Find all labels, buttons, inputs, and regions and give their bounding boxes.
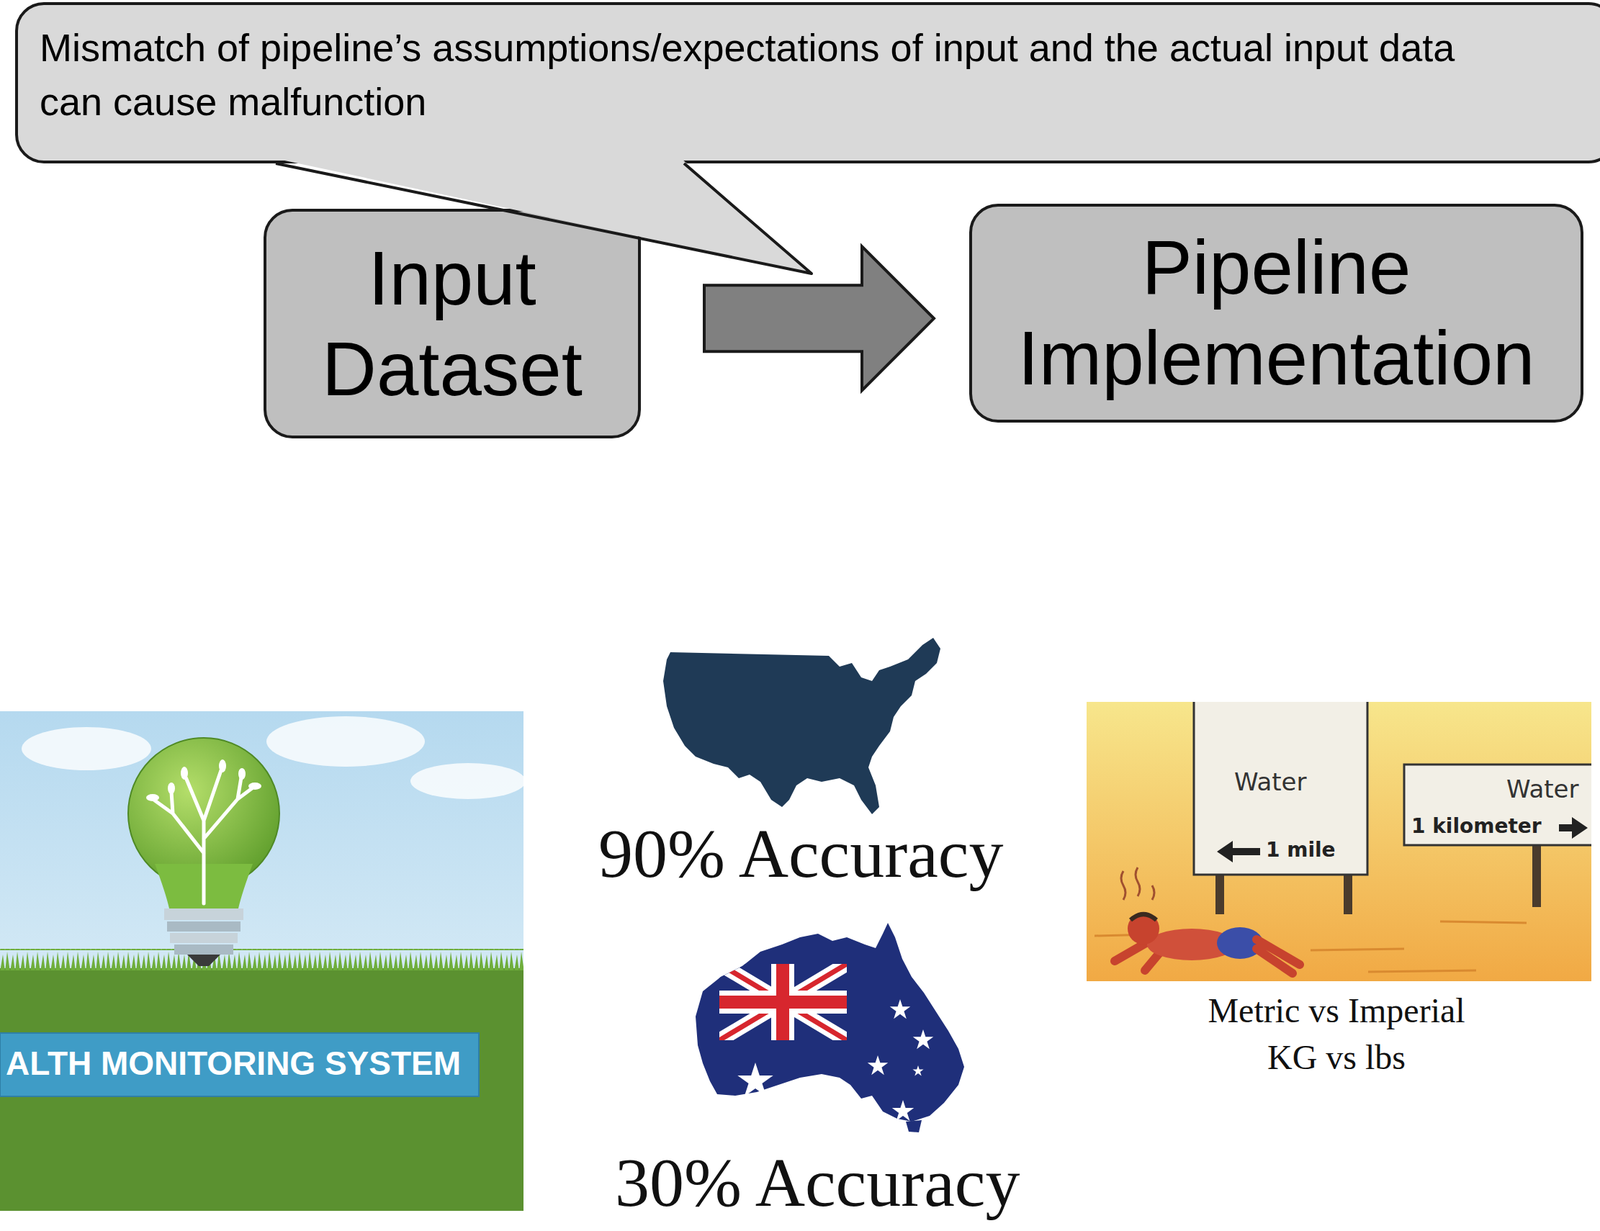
flag-cross-red (719, 995, 847, 1009)
cloud (266, 716, 425, 767)
star (892, 1100, 914, 1122)
flag-saltire (719, 964, 847, 1041)
union-jack-flag (719, 964, 847, 1041)
image-caption: Metric vs Imperial KG vs lbs (1185, 987, 1488, 1082)
title-banner (0, 1033, 479, 1097)
tree-leaves (146, 759, 262, 802)
sign-distance: 1 kilometer (1411, 815, 1542, 839)
desert-cartoon (1086, 702, 1592, 982)
leaf (238, 768, 246, 780)
australia-map (695, 923, 965, 1133)
bulb-base (174, 944, 234, 955)
man-hair (1130, 914, 1157, 921)
tasmania (905, 1120, 922, 1133)
accuracy-value: 90% Accuracy (598, 815, 1004, 893)
accuracy-value: 30% Accuracy (614, 1144, 1020, 1222)
sand-lines (1094, 921, 1527, 973)
bulb-base (169, 933, 238, 944)
sign-text: Water (1506, 776, 1580, 803)
box-text: Mismatch of pipeline’s assumptions/expec… (39, 20, 1523, 129)
star (913, 1029, 934, 1050)
leaf (146, 794, 160, 802)
usa-map (663, 637, 941, 815)
tree-branches (154, 770, 253, 904)
union-jack (719, 964, 847, 1041)
box-text: Pipeline Implementation (992, 222, 1561, 404)
cloud (410, 763, 524, 800)
sign-text: Water (1234, 769, 1307, 796)
leaf (218, 759, 227, 773)
sign-distance: 1 mile (1265, 839, 1336, 862)
man-legs (1256, 939, 1300, 974)
sign-post (1532, 842, 1541, 908)
banner-text: ALTH MONITORING SYSTEM (5, 1045, 461, 1083)
left-arrow (1216, 841, 1261, 863)
process-box: Pipeline Implementation (969, 203, 1584, 423)
flag-field (719, 964, 847, 1041)
callout-bubble: Mismatch of pipeline’s assumptions/expec… (15, 2, 1600, 164)
bulb-base (164, 908, 244, 921)
bulb-base (167, 921, 241, 932)
flag-saltire-red (719, 964, 847, 1041)
stars (737, 999, 934, 1122)
ground (0, 968, 524, 1212)
box-text: Input Dataset (286, 233, 618, 415)
leaf (180, 766, 188, 780)
star (867, 1055, 889, 1076)
right-arrow (1558, 817, 1588, 839)
bulb-tip (187, 954, 221, 967)
australia-outline (695, 923, 965, 1122)
star (737, 1062, 773, 1097)
man-head (1127, 913, 1160, 945)
sign-board (1404, 764, 1592, 846)
grass (0, 949, 524, 971)
leaf (248, 782, 262, 790)
sign-board (1193, 702, 1368, 875)
process-box: Input Dataset (263, 208, 641, 439)
star (890, 999, 911, 1019)
cloud (21, 727, 152, 771)
leaf (167, 782, 175, 795)
star (912, 1065, 924, 1076)
health-monitoring-image (0, 711, 524, 1212)
block-arrow (704, 246, 934, 391)
heat-lines (1121, 867, 1155, 901)
